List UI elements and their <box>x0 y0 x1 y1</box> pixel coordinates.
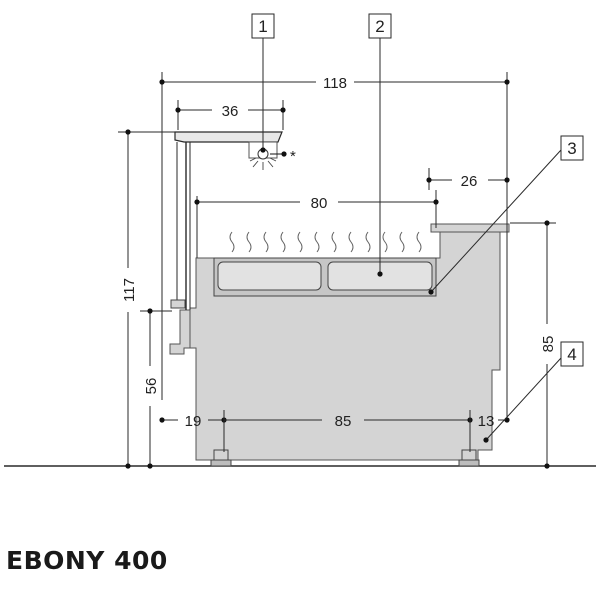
dim-front-shelf-height-label: 56 <box>143 378 160 395</box>
dim-front-leg-offset-label: 19 <box>185 413 202 430</box>
dim-total-height <box>118 129 176 469</box>
callout-3-label: 3 <box>567 139 576 158</box>
callout-4-leader <box>483 357 562 443</box>
dim-rear-offset <box>426 168 510 190</box>
asterisk-note: * <box>290 148 296 165</box>
rear-foot <box>458 449 480 467</box>
front-panel <box>169 309 191 355</box>
rear-worktop <box>430 223 510 233</box>
dim-display-width <box>194 190 439 214</box>
dim-counter-height <box>510 220 556 469</box>
technical-drawing: * 118 36 <box>4 13 596 469</box>
callout-1-label: 1 <box>258 17 267 36</box>
post-foot <box>170 299 186 309</box>
dim-total-height-label: 117 <box>121 278 138 302</box>
front-foot <box>210 449 232 467</box>
product-title: EBONY 400 <box>6 546 168 575</box>
callout-3-leader <box>428 149 562 295</box>
callout-4-box <box>560 341 584 367</box>
dim-canopy-depth-label: 36 <box>222 103 239 120</box>
callout-2-label: 2 <box>375 17 384 36</box>
heat-waves-icon <box>229 231 422 253</box>
light-rays-icon <box>249 157 277 170</box>
callout-4-label: 4 <box>567 345 576 364</box>
dim-front-shelf-height <box>140 308 172 469</box>
dim-rear-leg-offset-label: 13 <box>478 413 495 430</box>
dim-display-width-label: 80 <box>311 195 328 212</box>
lamp-bulb <box>257 148 269 160</box>
dim-overall-width-label: 118 <box>323 75 347 92</box>
dim-rear-offset-label: 26 <box>461 173 478 190</box>
dim-canopy-depth <box>175 100 286 130</box>
dim-leg-span-label: 85 <box>335 413 352 430</box>
canopy-head <box>174 131 283 143</box>
dim-leg-row <box>159 410 510 452</box>
dim-counter-height-label: 85 <box>540 336 557 353</box>
callout-3-box <box>560 135 584 161</box>
food-tray-left <box>217 261 322 291</box>
